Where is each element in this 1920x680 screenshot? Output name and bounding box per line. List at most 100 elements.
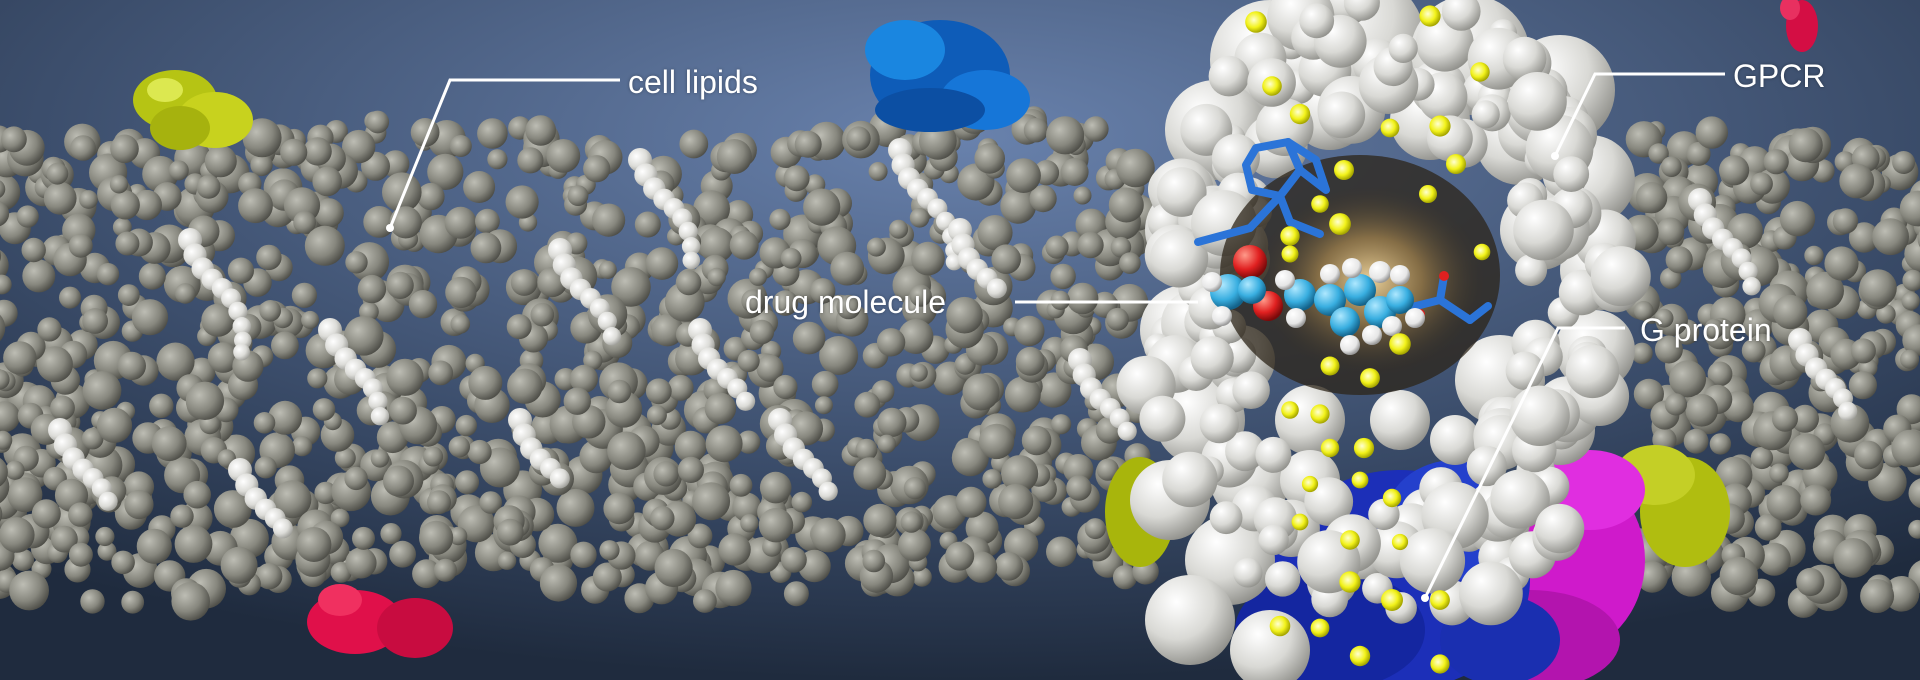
water-dot bbox=[1381, 589, 1403, 611]
gpcr-surface-bump bbox=[1225, 431, 1265, 472]
gpcr-surface-bump bbox=[1199, 403, 1240, 444]
lipid-bead bbox=[991, 244, 1021, 274]
lipid-bead bbox=[389, 540, 416, 568]
lipid-tail-bead bbox=[228, 301, 248, 321]
gpcr-surface-lobe bbox=[1370, 390, 1430, 450]
lipid-bead bbox=[674, 430, 707, 463]
lipid-bead bbox=[1648, 143, 1669, 164]
lipid-bead bbox=[758, 508, 794, 543]
lipid-bead bbox=[1859, 269, 1897, 307]
lipid-bead bbox=[732, 492, 762, 522]
lipid-bead bbox=[82, 308, 108, 334]
lipid-tail-bead bbox=[678, 221, 698, 241]
lipid-bead bbox=[59, 286, 81, 309]
lipid-bead bbox=[1750, 446, 1774, 470]
lipid-bead bbox=[1901, 291, 1920, 311]
lipid-bead bbox=[1854, 440, 1883, 470]
lipid-bead bbox=[1719, 155, 1750, 186]
lipid-bead bbox=[1006, 158, 1041, 194]
lipid-bead bbox=[1046, 116, 1085, 155]
lipid-bead bbox=[792, 321, 826, 355]
lipid-bead bbox=[718, 533, 751, 566]
carbon-atom bbox=[1238, 276, 1266, 304]
lipid-bead bbox=[97, 541, 117, 561]
lipid-bead bbox=[345, 251, 368, 274]
lipid-bead bbox=[598, 260, 617, 279]
label-g-protein: G protein bbox=[1640, 312, 1772, 348]
lipid-bead bbox=[81, 427, 104, 450]
lipid-bead bbox=[951, 439, 989, 477]
lipid-bead bbox=[569, 364, 599, 393]
lipid-bead bbox=[124, 489, 154, 520]
label-lines bbox=[388, 72, 1725, 599]
lipid-bead bbox=[687, 523, 713, 549]
gpcr-surface-bump bbox=[1515, 254, 1548, 287]
lipid-bead bbox=[740, 514, 759, 533]
lipid-bead bbox=[386, 271, 414, 299]
lipid-bead bbox=[423, 446, 444, 467]
lipid-tail-bead bbox=[1838, 401, 1858, 421]
lipid-bead bbox=[1788, 433, 1826, 470]
lipid-bead bbox=[1671, 557, 1712, 597]
lipid-bead bbox=[781, 546, 807, 573]
lipid-bead bbox=[783, 581, 809, 607]
label-gpcr: GPCR bbox=[1733, 58, 1826, 94]
gpcr-surface-bump bbox=[1265, 561, 1301, 597]
gpcr-line bbox=[1553, 72, 1725, 157]
lipid-bead bbox=[408, 290, 438, 319]
water-dot bbox=[1340, 530, 1360, 550]
lipid-bead bbox=[1704, 318, 1725, 339]
lipid-bead bbox=[607, 431, 646, 471]
lipid-tail-bead bbox=[736, 391, 756, 411]
lipid-bead bbox=[70, 135, 96, 161]
lipid-bead bbox=[196, 175, 221, 199]
lipid-bead bbox=[168, 160, 189, 181]
water-dot bbox=[1349, 645, 1371, 667]
lipid-bead bbox=[334, 447, 356, 469]
ligand-sticks bbox=[1194, 138, 1492, 324]
lipid-bead bbox=[121, 590, 145, 614]
water-dot bbox=[1289, 103, 1311, 125]
gpcr-surface-bump bbox=[1299, 3, 1335, 39]
lipid-bead bbox=[496, 518, 524, 546]
lipid-bead bbox=[1872, 218, 1909, 256]
lipid-bead bbox=[592, 203, 626, 237]
lipid-bead bbox=[109, 175, 129, 194]
lipid-bead bbox=[1686, 141, 1711, 166]
gpcr-surface-bump bbox=[1232, 371, 1270, 410]
lipid-bead bbox=[1757, 542, 1791, 576]
lipid-bead bbox=[877, 407, 907, 437]
lipid-bead bbox=[50, 395, 75, 421]
lipid-bead bbox=[962, 373, 1000, 411]
lipid-bead bbox=[645, 378, 672, 405]
water-dot bbox=[1419, 185, 1437, 203]
lipid-bead bbox=[1045, 235, 1069, 259]
blue-protein-top bbox=[865, 20, 1030, 132]
lipid-bead bbox=[773, 374, 798, 400]
water-dot bbox=[1262, 76, 1282, 96]
lipid-bead bbox=[693, 190, 730, 228]
gpcr-surface-bump bbox=[1162, 451, 1218, 508]
lipid-tail-bead bbox=[818, 481, 838, 501]
lipid-bead bbox=[1, 126, 27, 153]
lipid-bead bbox=[1800, 484, 1832, 516]
water-dot bbox=[1311, 195, 1329, 213]
lipid-bead bbox=[0, 173, 21, 211]
water-dot bbox=[1245, 11, 1267, 33]
lipid-bead bbox=[737, 430, 761, 454]
lipid-bead bbox=[138, 262, 166, 290]
lipid-bead bbox=[419, 520, 454, 555]
water-dot bbox=[1430, 590, 1450, 610]
lipid-bead bbox=[256, 244, 282, 271]
lipid-bead bbox=[1848, 371, 1877, 400]
lipid-bead bbox=[455, 470, 480, 495]
lipid-bead bbox=[110, 134, 139, 164]
lipid-bead bbox=[259, 300, 282, 322]
lipid-bead bbox=[68, 233, 93, 258]
lipid-bead bbox=[759, 471, 792, 504]
lipid-tail-bead bbox=[549, 468, 570, 489]
lipid-bead bbox=[737, 349, 760, 373]
lipid-bead bbox=[1050, 263, 1076, 290]
lipid-bead bbox=[1084, 518, 1106, 540]
